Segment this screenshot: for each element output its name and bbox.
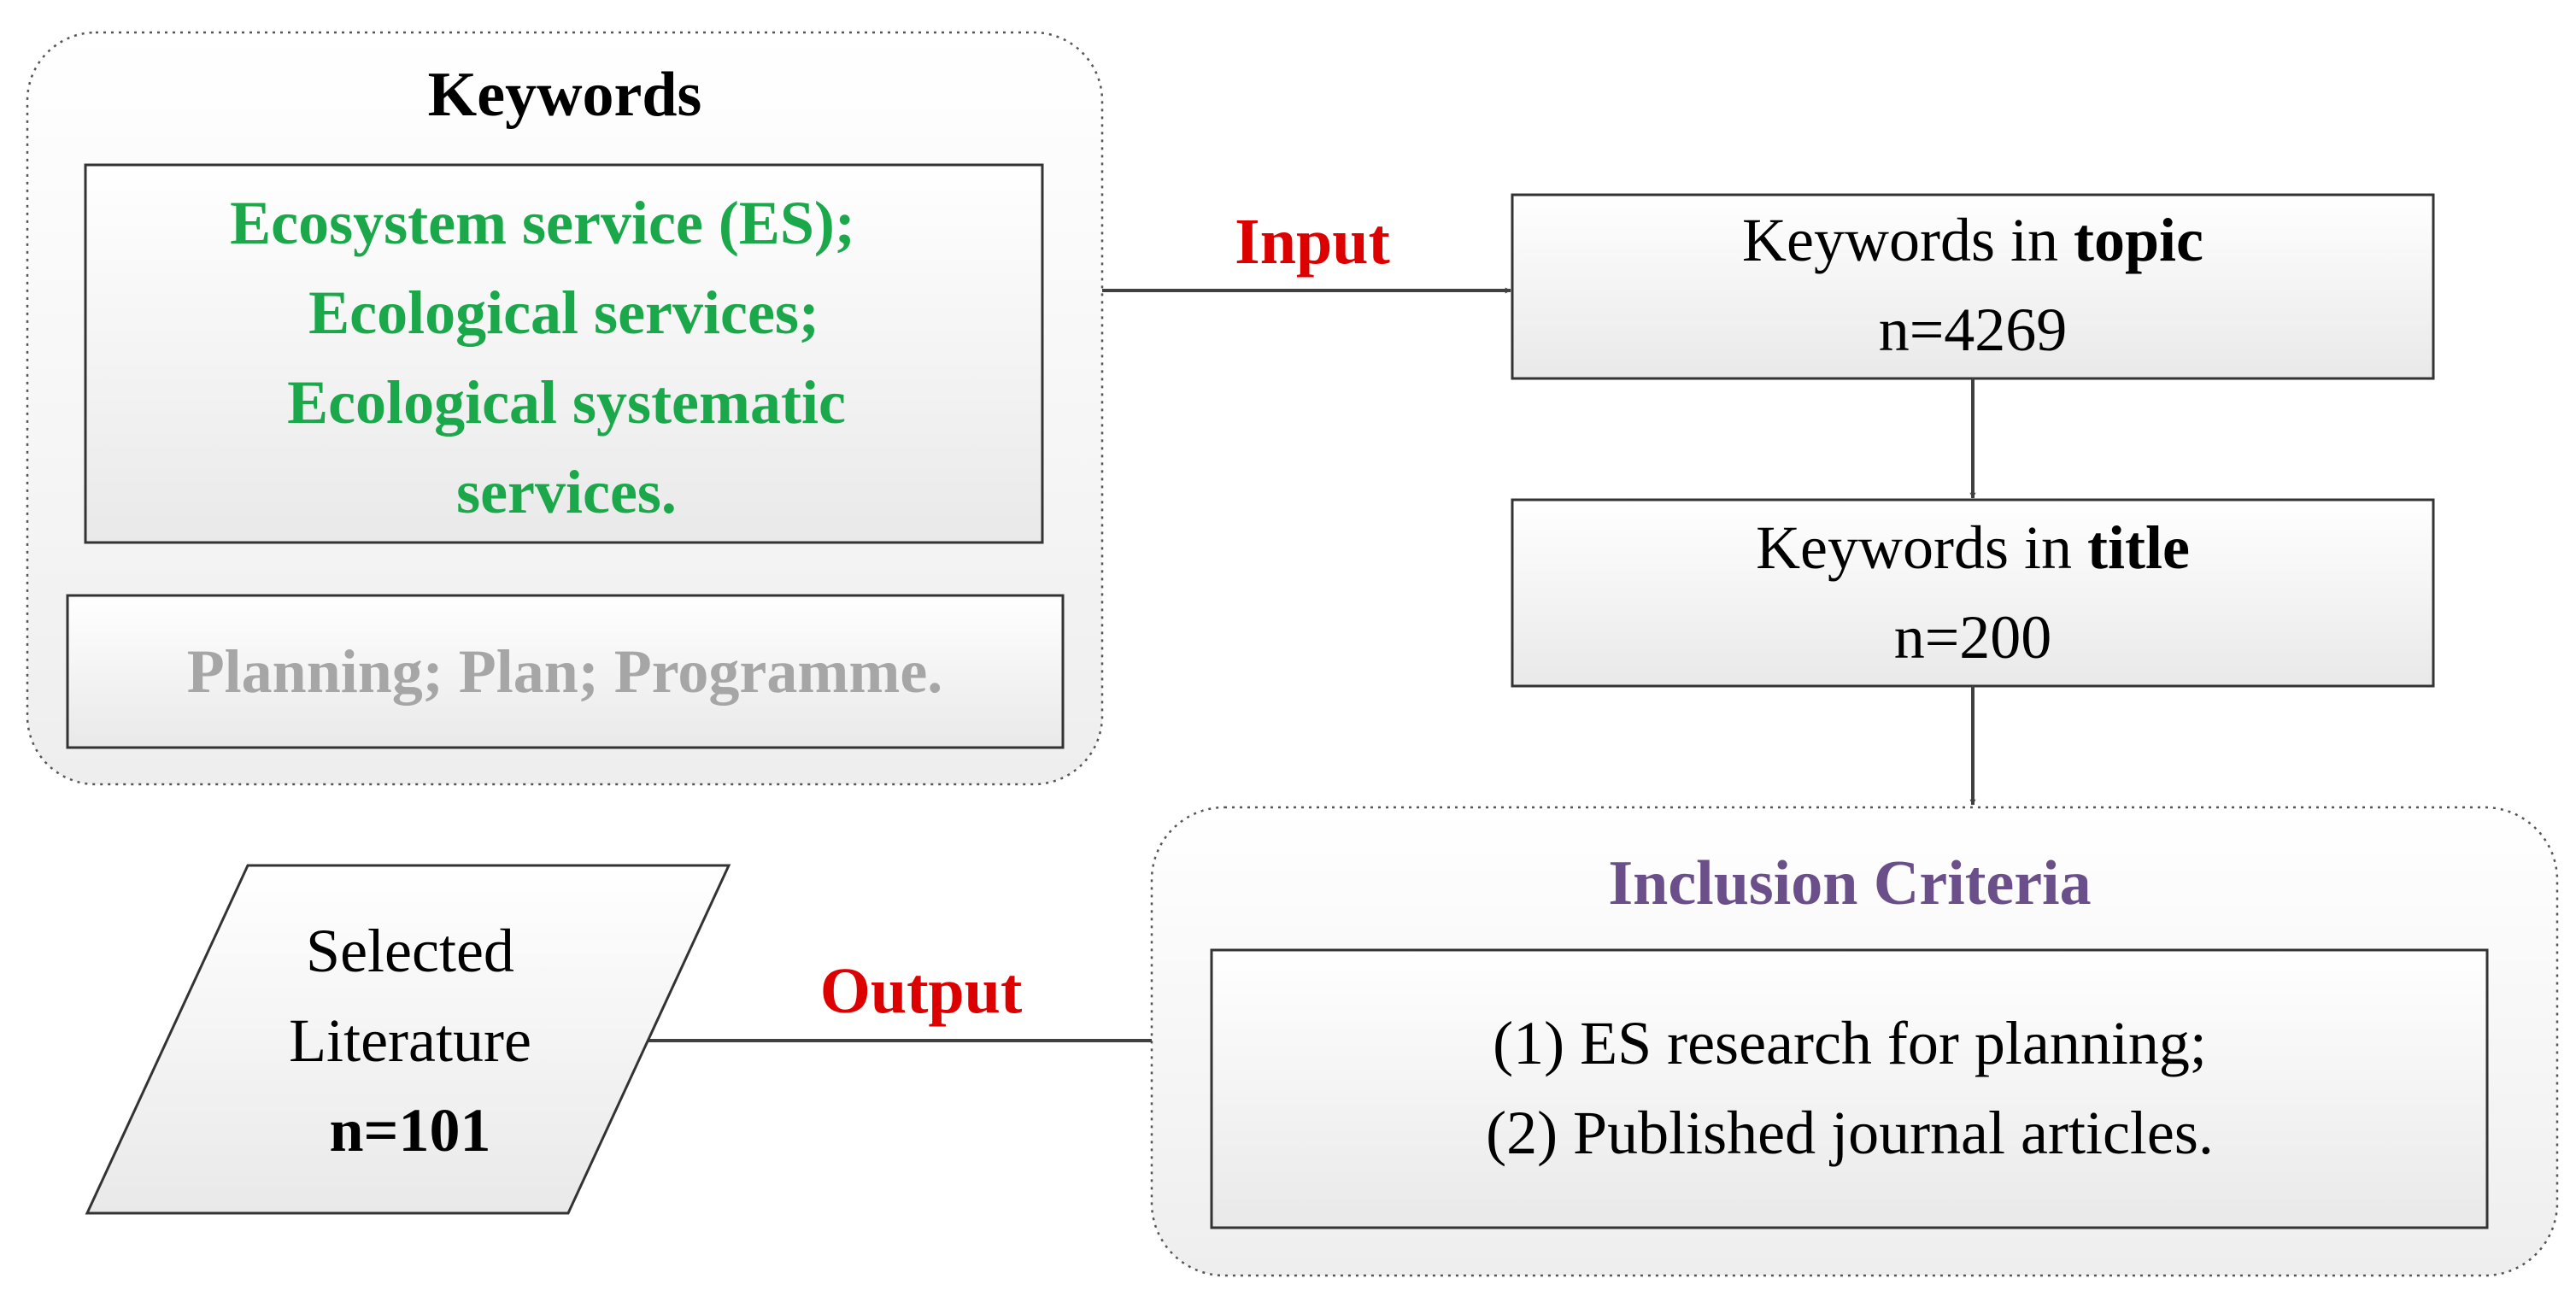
topic-box-heading: Keywords in topic bbox=[1742, 206, 2203, 274]
output-connector: Output bbox=[642, 955, 1152, 1044]
title-box-heading: Keywords in title bbox=[1756, 513, 2190, 582]
criteria-item-1: (1) ES research for planning; bbox=[1493, 1009, 2207, 1077]
planning-terms-box bbox=[66, 594, 1065, 749]
input-connector: Input bbox=[1102, 206, 1511, 294]
planning-terms: Planning; Plan; Programme. bbox=[187, 637, 943, 706]
title-box: Keywords in title n=200 bbox=[1511, 498, 2435, 688]
title-box-emphasis: title bbox=[2087, 513, 2190, 582]
selected-count: n=101 bbox=[329, 1096, 490, 1164]
ecosystem-term-4: services. bbox=[456, 458, 677, 526]
ecosystem-term-3: Ecological systematic bbox=[287, 368, 846, 437]
selected-line-1: Selected bbox=[306, 917, 514, 985]
topic-box: Keywords in topic n=4269 bbox=[1511, 193, 2435, 380]
title-count: n=200 bbox=[1894, 603, 2052, 672]
input-label: Input bbox=[1235, 206, 1390, 278]
ecosystem-term-1: Ecosystem service (ES); bbox=[230, 189, 855, 257]
ecosystem-terms-box bbox=[84, 163, 1044, 544]
topic-box-frame bbox=[1511, 193, 2435, 380]
output-label: Output bbox=[820, 955, 1023, 1027]
keywords-group-title: Keywords bbox=[428, 60, 702, 130]
criteria-items-box bbox=[1210, 948, 2489, 1229]
keywords-group: Keywords Ecosystem service (ES); Ecologi… bbox=[26, 31, 1104, 786]
criteria-group: Inclusion Criteria (1) ES research for p… bbox=[1150, 806, 2559, 1277]
selected-line-2: Literature bbox=[289, 1006, 531, 1075]
ecosystem-term-2: Ecological services; bbox=[308, 279, 819, 347]
selected-literature-shape bbox=[85, 864, 731, 1215]
title-box-prefix: Keywords in bbox=[1756, 513, 2087, 582]
selected-literature: Selected Literature n=101 bbox=[85, 864, 731, 1215]
topic-box-prefix: Keywords in bbox=[1742, 206, 2074, 274]
title-box-frame bbox=[1511, 498, 2435, 688]
topic-count: n=4269 bbox=[1879, 296, 2068, 364]
criteria-group-title: Inclusion Criteria bbox=[1608, 848, 2091, 918]
topic-box-emphasis: topic bbox=[2074, 206, 2203, 274]
criteria-item-2: (2) Published journal articles. bbox=[1486, 1099, 2214, 1167]
